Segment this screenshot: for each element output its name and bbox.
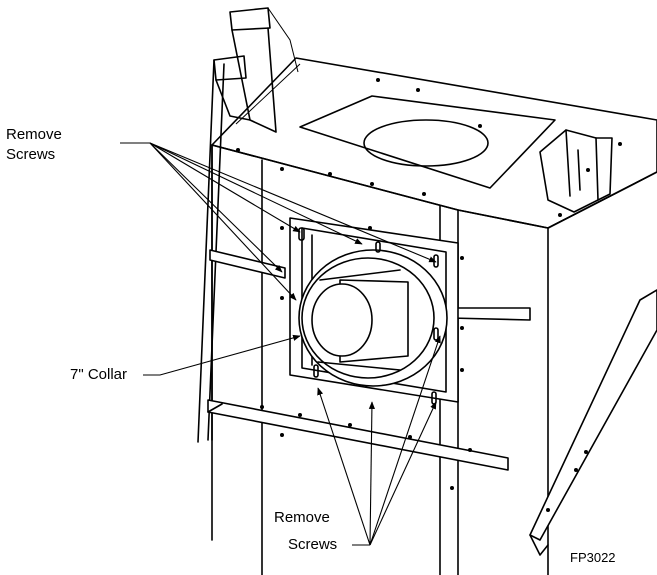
leader-remove-screws-top <box>120 142 437 301</box>
side-rails <box>207 249 657 556</box>
remove-screws-top-line2: Screws <box>6 146 56 163</box>
remove-screws-bottom-line1: Remove <box>274 509 330 526</box>
flue-collar <box>298 249 448 387</box>
collar-label: 7" Collar <box>70 366 128 383</box>
figure-id: FP3022 <box>570 550 616 565</box>
leader-collar <box>143 334 301 376</box>
leader-remove-screws-bottom <box>317 335 441 546</box>
top-flue-plate <box>299 95 556 189</box>
remove-screws-top-line1: Remove <box>6 126 62 143</box>
screw-dots <box>236 78 622 512</box>
remove-screws-bottom-line2: Screws <box>288 536 338 553</box>
top-right-bracket <box>539 129 613 213</box>
